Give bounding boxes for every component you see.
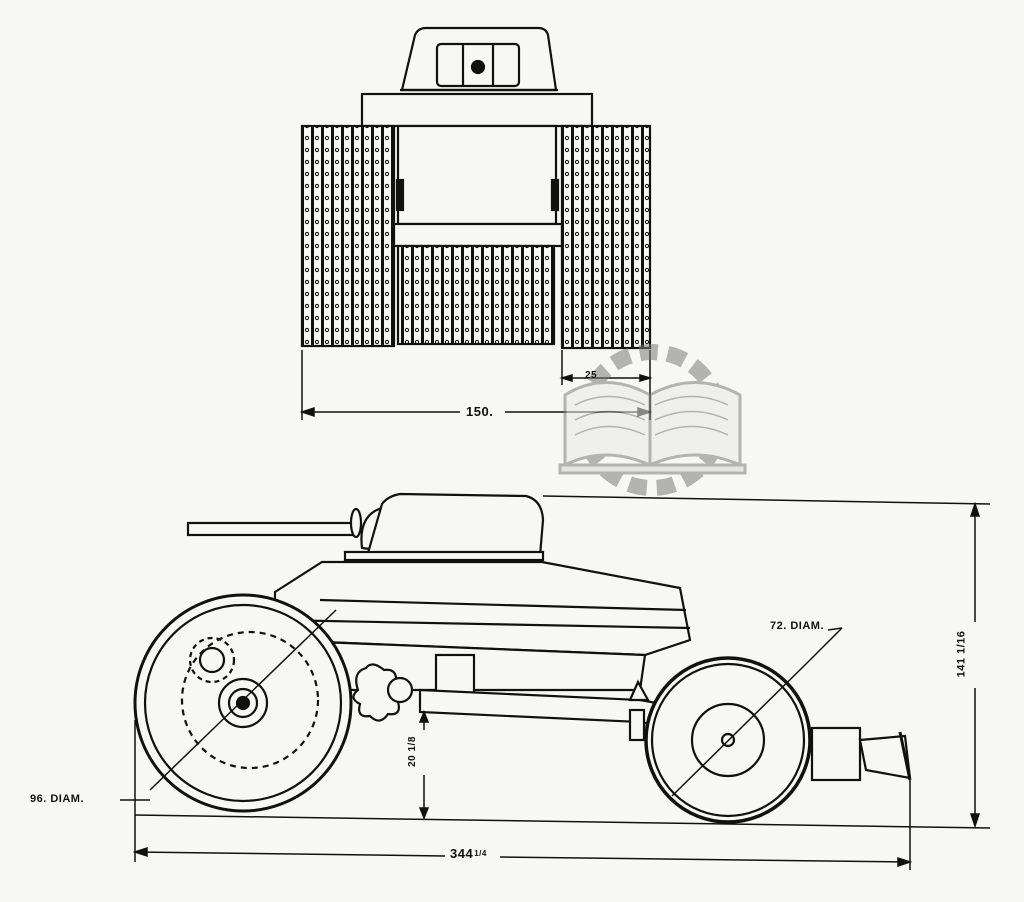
center-track-section (396, 244, 556, 346)
front-view (300, 26, 652, 350)
overall-length-fraction: 1/4 (474, 848, 487, 858)
gun-barrel (186, 521, 355, 537)
gear-open-book-icon (558, 344, 747, 496)
side-dimensions (120, 495, 991, 870)
left-track (300, 124, 396, 348)
rear-wheel-diameter-label: 96. DIAM. (30, 793, 85, 805)
front-hull (360, 92, 594, 128)
turret (366, 492, 545, 558)
front-gun-bore (470, 59, 486, 75)
suspension-box (434, 653, 476, 695)
right-track (560, 124, 652, 350)
overall-length-label: 344 1/4 (450, 846, 487, 861)
front-lower-plate (390, 222, 564, 248)
front-hub (690, 702, 766, 778)
ground-clearance-label: 20 1/8 (406, 736, 418, 767)
rear-hub (217, 677, 269, 729)
overall-height-label: 141 1/16 (955, 630, 968, 678)
overall-length-value: 344 (450, 846, 474, 861)
side-view (133, 492, 912, 824)
track-width-label: 150. (466, 404, 494, 419)
tow-hitch (810, 726, 862, 782)
track-shoe-label: 25 (585, 370, 598, 381)
front-wheel-diameter-label: 72. DIAM. (770, 620, 825, 632)
